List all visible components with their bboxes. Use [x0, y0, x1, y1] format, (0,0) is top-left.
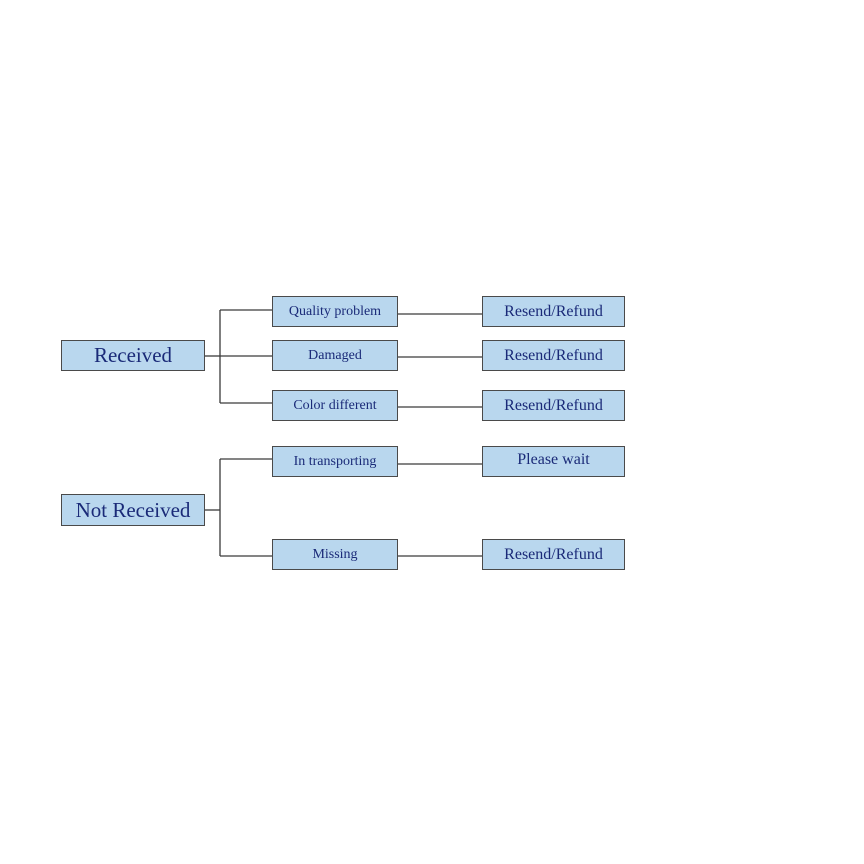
- color-different-outcome-node: Resend/Refund: [482, 390, 625, 421]
- quality-problem-outcome-node: Resend/Refund: [482, 296, 625, 327]
- received-node: Received: [61, 340, 205, 371]
- damaged-outcome-node: Resend/Refund: [482, 340, 625, 371]
- missing-outcome-node: Resend/Refund: [482, 539, 625, 570]
- quality-problem-node: Quality problem: [272, 296, 398, 327]
- missing-node: Missing: [272, 539, 398, 570]
- damaged-node: Damaged: [272, 340, 398, 371]
- in-transporting-outcome-node: Please wait: [482, 446, 625, 477]
- not-received-node: Not Received: [61, 494, 205, 526]
- color-different-node: Color different: [272, 390, 398, 421]
- in-transporting-node: In transporting: [272, 446, 398, 477]
